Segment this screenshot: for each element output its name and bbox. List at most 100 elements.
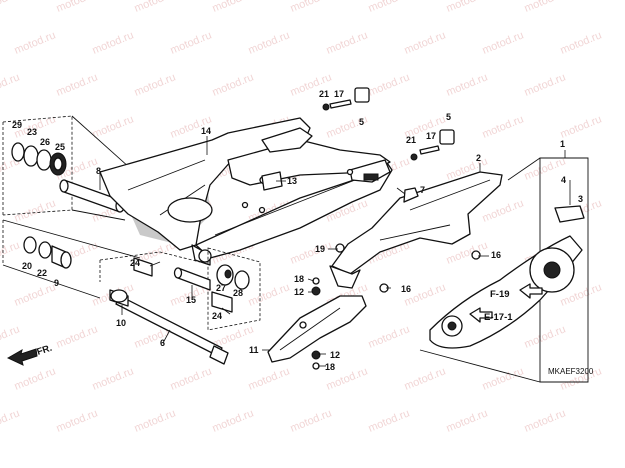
ref-f19: F-19 bbox=[490, 289, 510, 300]
label-part-21b: 21 bbox=[406, 135, 416, 145]
watermark-text: motod.ru bbox=[247, 365, 292, 392]
label-part-8: 8 bbox=[96, 166, 101, 176]
front-arrow bbox=[6, 348, 38, 366]
label-part-5a: 5 bbox=[359, 117, 364, 127]
label-part-19: 19 bbox=[315, 244, 325, 254]
slider-13 bbox=[261, 171, 283, 191]
watermark-text: motod.ru bbox=[55, 0, 100, 15]
label-part-16a: 16 bbox=[401, 284, 411, 294]
watermark-text: motod.ru bbox=[445, 71, 490, 98]
watermark-text: motod.ru bbox=[55, 323, 100, 350]
watermark-text: motod.ru bbox=[403, 29, 448, 56]
front-label: FR. bbox=[36, 343, 54, 358]
diagram-code: MKAEF3200 bbox=[548, 367, 594, 376]
label-part-16b: 16 bbox=[491, 250, 501, 260]
right-detail-box bbox=[99, 247, 261, 331]
watermark-text: motod.ru bbox=[445, 407, 490, 434]
watermark-text: motod.ru bbox=[403, 365, 448, 392]
watermark-text: motod.ru bbox=[133, 0, 178, 15]
watermark-text: motod.ru bbox=[13, 281, 58, 308]
watermark-text: motod.ru bbox=[211, 407, 256, 434]
watermark-text: motod.ru bbox=[481, 365, 526, 392]
label-part-3: 3 bbox=[578, 194, 583, 204]
watermark-text: motod.ru bbox=[247, 281, 292, 308]
watermark-text: motod.ru bbox=[559, 29, 604, 56]
watermark-text: motod.ru bbox=[211, 0, 256, 15]
watermark-text: motod.ru bbox=[367, 0, 412, 15]
watermark-text: motod.ru bbox=[289, 239, 334, 266]
left-detail-box bbox=[2, 115, 131, 221]
label-part-28: 28 bbox=[233, 288, 243, 298]
drive-chain-box bbox=[419, 157, 589, 383]
watermark-text: motod.ru bbox=[169, 365, 214, 392]
watermark-text: motod.ru bbox=[91, 113, 136, 140]
watermark-text: motod.ru bbox=[91, 365, 136, 392]
watermark-text: motod.ru bbox=[0, 0, 21, 15]
watermark-text: motod.ru bbox=[523, 0, 568, 15]
leader-lines bbox=[99, 136, 571, 367]
part-labels: 1 2 3 4 5 5 6 7 8 9 10 11 12 12 13 14 15… bbox=[12, 89, 583, 372]
label-part-17b: 17 bbox=[426, 131, 436, 141]
watermark-text: motod.ru bbox=[559, 113, 604, 140]
label-part-18b: 18 bbox=[325, 362, 335, 372]
watermark-text: motod.ru bbox=[325, 29, 370, 56]
watermark-text: motod.ru bbox=[13, 197, 58, 224]
watermark-text: motod.ru bbox=[0, 323, 21, 350]
swingarm-14 bbox=[99, 117, 393, 266]
label-part-6: 6 bbox=[160, 338, 165, 348]
chain-case-2 bbox=[331, 171, 503, 275]
label-part-1: 1 bbox=[560, 139, 565, 149]
label-part-25: 25 bbox=[55, 142, 65, 152]
watermark-text: motod.ru bbox=[481, 29, 526, 56]
label-part-5b: 5 bbox=[446, 112, 451, 122]
label-part-18a: 18 bbox=[294, 274, 304, 284]
watermark-text: motod.ru bbox=[481, 113, 526, 140]
label-part-15: 15 bbox=[186, 295, 196, 305]
reference-labels: F-19 E-17-1 FR. MKAEF3200 bbox=[36, 289, 594, 376]
watermark-text: motod.ru bbox=[523, 407, 568, 434]
label-part-10: 10 bbox=[116, 318, 126, 328]
watermark-text: motod.ru bbox=[481, 197, 526, 224]
watermark-text: motod.ru bbox=[445, 0, 490, 15]
collar-15 bbox=[173, 267, 211, 291]
watermark-text: motod.ru bbox=[211, 71, 256, 98]
watermark-text: motod.ru bbox=[247, 29, 292, 56]
label-part-20: 20 bbox=[22, 261, 32, 271]
watermark-text: motod.ru bbox=[367, 407, 412, 434]
label-part-4: 4 bbox=[561, 175, 566, 185]
watermark-text: motod.ru bbox=[91, 29, 136, 56]
watermark-text: motod.ru bbox=[133, 407, 178, 434]
watermark-text: motod.ru bbox=[169, 29, 214, 56]
watermark-text: motod.ru bbox=[55, 71, 100, 98]
watermark-text: motod.ru bbox=[55, 407, 100, 434]
label-part-22: 22 bbox=[37, 268, 47, 278]
watermark-text: motod.ru bbox=[289, 0, 334, 15]
label-part-9: 9 bbox=[54, 278, 59, 288]
watermark-text: motod.ru bbox=[0, 71, 21, 98]
pivot-bolt-6 bbox=[109, 289, 229, 365]
lower-left-bearings bbox=[2, 219, 141, 299]
label-part-24b: 24 bbox=[212, 311, 222, 321]
label-part-13: 13 bbox=[287, 176, 297, 186]
label-part-27: 27 bbox=[216, 283, 226, 293]
watermark-text: motod.ru bbox=[367, 323, 412, 350]
label-part-23: 23 bbox=[27, 127, 37, 137]
chain-slider-bracket bbox=[329, 265, 361, 289]
label-part-29: 29 bbox=[12, 120, 22, 130]
chain-guide-11 bbox=[267, 295, 367, 363]
watermark-text: motod.ru bbox=[0, 407, 21, 434]
label-part-24a: 24 bbox=[130, 258, 140, 268]
label-part-17a: 17 bbox=[334, 89, 344, 99]
label-part-26: 26 bbox=[40, 137, 50, 147]
watermark-text: motod.ru bbox=[13, 365, 58, 392]
label-part-7: 7 bbox=[420, 185, 425, 195]
label-part-21a: 21 bbox=[319, 89, 329, 99]
watermark-text: motod.ru bbox=[133, 71, 178, 98]
label-part-2: 2 bbox=[476, 153, 481, 163]
label-part-12b: 12 bbox=[330, 350, 340, 360]
watermark-text: motod.ru bbox=[523, 71, 568, 98]
reference-arrows bbox=[469, 283, 543, 323]
watermark-text: motod.ru bbox=[367, 71, 412, 98]
